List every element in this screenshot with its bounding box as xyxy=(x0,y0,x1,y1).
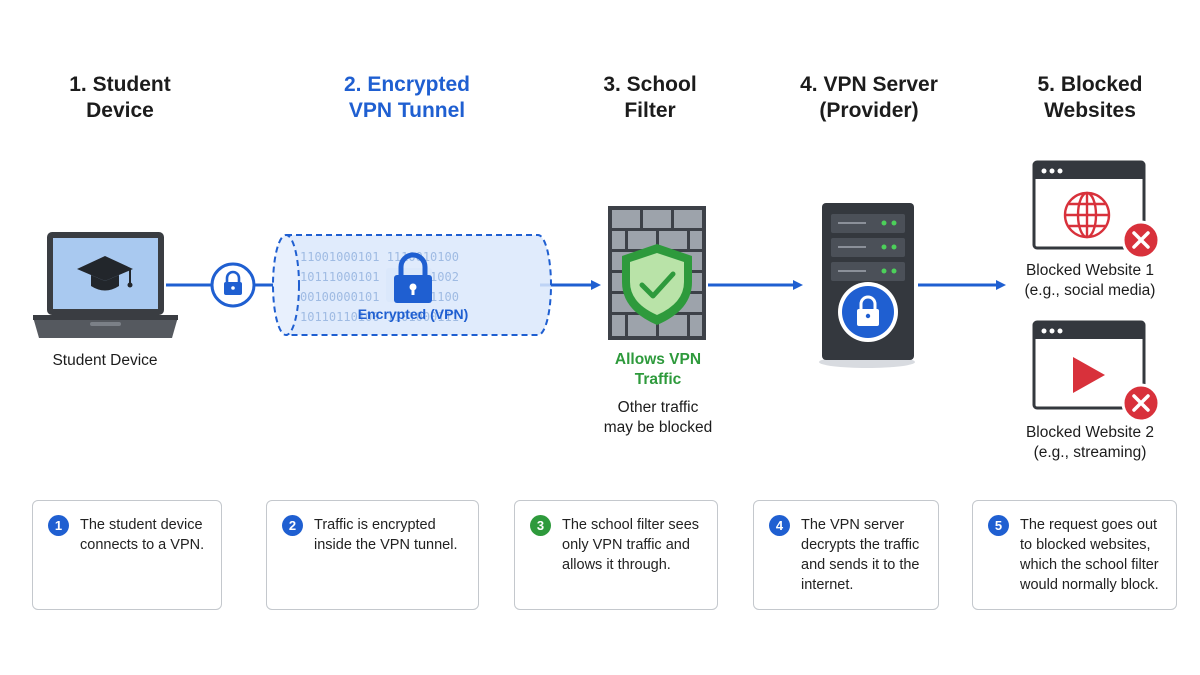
step-card-3: 3 The school filter sees only VPN traffi… xyxy=(514,500,718,610)
lock-icon xyxy=(394,252,432,303)
shield-check-icon xyxy=(622,244,692,325)
step-number-badge: 2 xyxy=(282,515,303,536)
tunnel-bits-3: 00100000101 0110011100 xyxy=(300,290,459,304)
student-device-label: Student Device xyxy=(52,352,158,369)
step-2-heading: 2. Encrypted VPN Tunnel xyxy=(343,73,471,122)
step-card-1: 1 The student device connects to a VPN. xyxy=(32,500,222,610)
lock-icon xyxy=(838,282,898,342)
step-card-4: 4 The VPN server decrypts the traffic an… xyxy=(753,500,939,610)
step-number-badge: 3 xyxy=(530,515,551,536)
step-number-badge: 1 xyxy=(48,515,69,536)
step-5-heading: 5. Blocked Websites xyxy=(1037,73,1143,122)
step-number-badge: 4 xyxy=(769,515,790,536)
globe-icon xyxy=(1063,191,1111,239)
tunnel-bits-1: 11001000101 1110010100 xyxy=(300,250,459,264)
step-description: The school filter sees only VPN traffic … xyxy=(562,517,700,573)
step-description: The VPN server decrypts the traffic and … xyxy=(801,517,920,593)
step-description: The student device connects to a VPN. xyxy=(80,517,205,553)
filter-allow-label: Allows VPN Traffic xyxy=(614,351,702,388)
step-description: The request goes out to blocked websites… xyxy=(1020,517,1159,593)
step-card-5: 5 The request goes out to blocked websit… xyxy=(972,500,1177,610)
step-number-badge: 5 xyxy=(988,515,1009,536)
play-icon xyxy=(1073,357,1105,393)
step-3-heading: 3. School Filter xyxy=(603,73,697,122)
website-2-label: Blocked Website 2 (e.g., streaming) xyxy=(1025,424,1155,461)
lock-icon xyxy=(210,262,256,308)
website-1-label: Blocked Website 1 (e.g., social media) xyxy=(1024,262,1156,299)
tunnel-bits-4: 10110110100 1101000111 xyxy=(300,310,459,324)
x-circle-icon xyxy=(1121,383,1161,423)
step-description: Traffic is encrypted inside the VPN tunn… xyxy=(314,517,458,553)
tunnel-label: Encrypted (VPN) xyxy=(358,306,468,322)
filter-other-label: Other traffic may be blocked xyxy=(603,399,713,436)
browser-window-2 xyxy=(1032,320,1146,410)
step-1-heading: 1. Student Device xyxy=(69,73,171,122)
x-circle-icon xyxy=(1121,220,1161,260)
graduation-cap-icon xyxy=(77,256,133,291)
tunnel-bits-2: 10111000101 0100011002 xyxy=(300,270,459,284)
step-4-heading: 4. VPN Server (Provider) xyxy=(800,73,938,122)
step-card-2: 2 Traffic is encrypted inside the VPN tu… xyxy=(266,500,479,610)
